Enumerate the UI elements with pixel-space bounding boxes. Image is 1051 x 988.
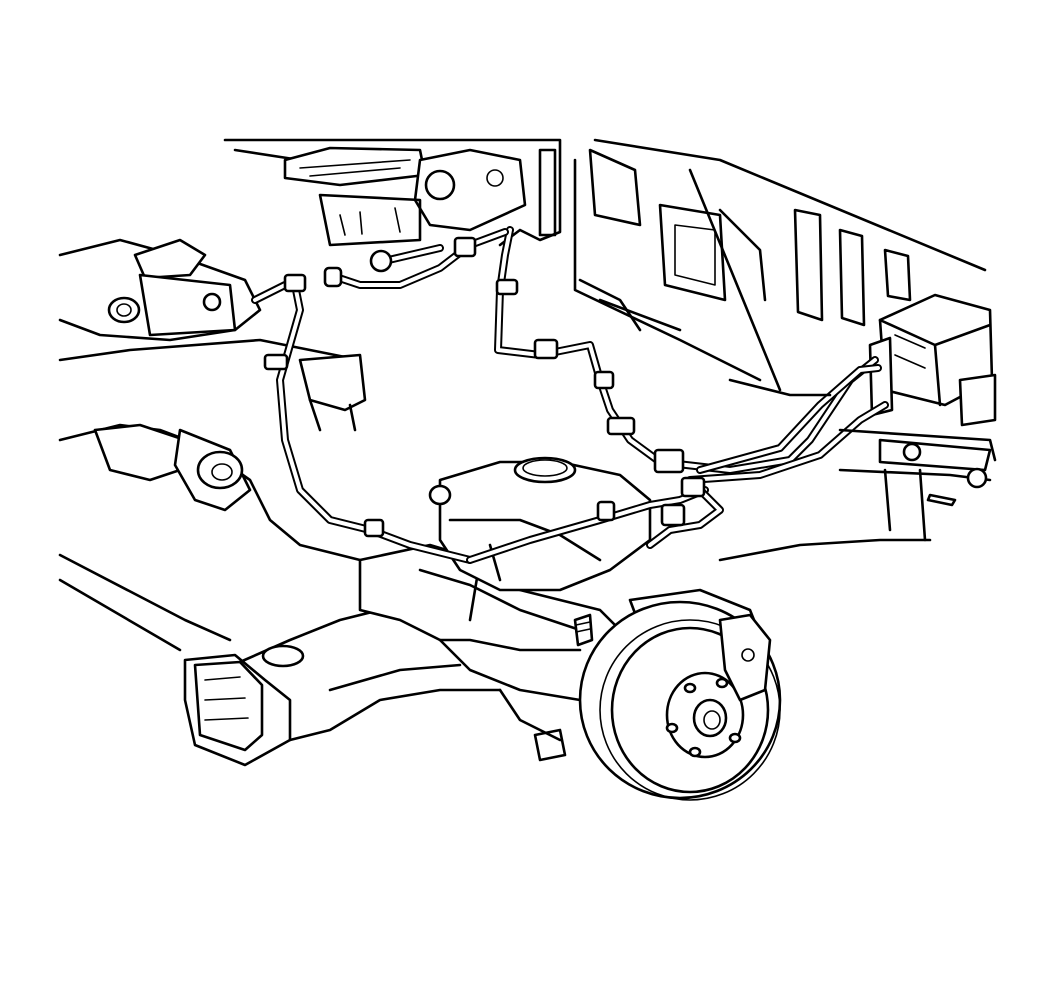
brake-caliper (718, 613, 772, 702)
line-clip-1 (283, 273, 307, 293)
shock-absorber-area (298, 353, 367, 432)
spring-tower-cap (513, 456, 577, 484)
line-fitting-1 (323, 266, 343, 288)
line-clip-6 (593, 370, 615, 390)
mount-hole (902, 442, 922, 462)
front-crossmember (58, 423, 362, 652)
line-clip-9 (596, 500, 616, 522)
line-clip-3 (453, 236, 477, 258)
bracket-bolt (202, 292, 222, 312)
line-clip-5 (533, 338, 559, 360)
frame-hole (261, 644, 305, 668)
line-clip-4 (495, 278, 519, 296)
bushing-left (107, 296, 141, 324)
frame-slot-3 (883, 248, 912, 302)
brake-line-clips (263, 236, 706, 538)
wheel-studs (665, 677, 742, 758)
fender-bracket (588, 148, 642, 227)
abs-modulator-valve (868, 293, 997, 427)
line-clip-2 (263, 353, 289, 371)
shock-bracket (298, 353, 367, 412)
master-cylinder-reservoir (283, 146, 427, 187)
small-pin (926, 493, 957, 507)
frame-rail-with-slots (573, 138, 987, 392)
upper-control-arm-and-spring-tower (428, 456, 652, 592)
line-fitting-2 (369, 249, 393, 273)
bolt-head-right (966, 467, 988, 489)
brake-rotor-assembly (578, 588, 782, 801)
hose-fitting (680, 476, 706, 498)
engine-block (413, 148, 527, 232)
left-frame-bracket (58, 238, 362, 362)
frame-slot-1 (793, 208, 824, 322)
hub-cap (692, 698, 728, 738)
line-junction-block (653, 448, 685, 474)
hose-bracket (660, 503, 686, 527)
frame-rail-box-section (183, 598, 502, 767)
line-clip-8 (363, 518, 385, 538)
line-clip-7 (606, 416, 636, 436)
frame-slot-2 (838, 228, 866, 327)
right-side-details (718, 378, 997, 562)
engine-compartment-background (223, 138, 562, 247)
upper-arm-bushing (428, 484, 452, 506)
